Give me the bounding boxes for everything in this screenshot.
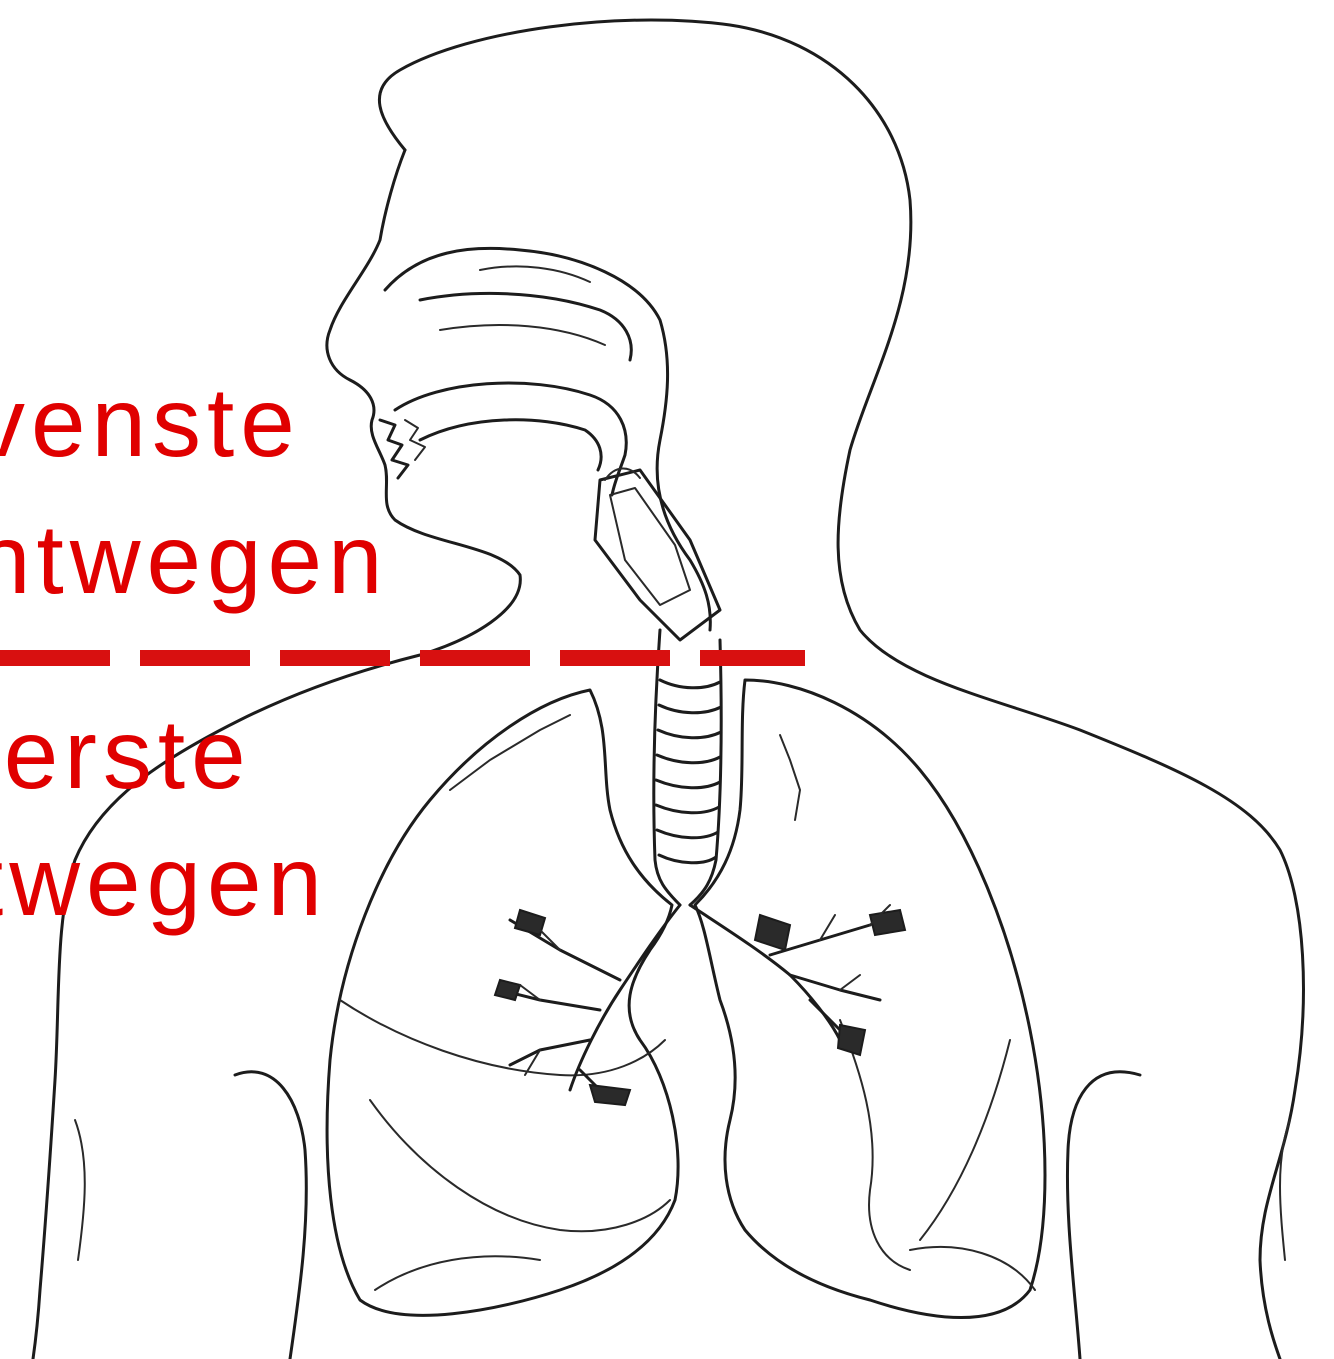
upper-airways-label-line-1: venste: [0, 373, 301, 471]
larynx-inner: [610, 488, 690, 605]
nasal-cavity-outline: [385, 248, 710, 630]
right-arm-crease: [1280, 1120, 1290, 1260]
left-lung-base: [375, 1256, 540, 1290]
palate-and-tongue: [395, 383, 626, 495]
trachea: [654, 630, 721, 905]
left-main-bronchus: [570, 905, 680, 1090]
right-lung-fissure: [840, 1020, 910, 1270]
trachea-rings: [656, 680, 721, 863]
lower-airways-label-line-2: twegen: [0, 832, 328, 930]
right-bronchial-tree: [755, 905, 905, 1055]
lower-airways-label-line-1: lerste: [0, 705, 252, 803]
trachea-left-wall: [654, 630, 680, 905]
teeth: [380, 420, 408, 478]
larynx-outline: [595, 470, 720, 640]
left-arm-inner-line: [235, 1072, 306, 1359]
nasal-cavity: [380, 248, 710, 630]
trachea-right-wall: [690, 640, 721, 905]
right-lung-lower-fissure: [920, 1040, 1010, 1240]
left-lung-fissure: [340, 1000, 665, 1075]
tongue-lower: [420, 420, 601, 470]
right-arm-inner-line: [1067, 1072, 1140, 1359]
left-lung-lower-fissure: [370, 1100, 670, 1231]
nasal-turbinate-middle: [440, 325, 605, 345]
right-lung-texture: [780, 735, 800, 820]
larynx: [595, 468, 720, 640]
left-lung: [327, 690, 678, 1315]
left-lung-outline: [327, 690, 678, 1315]
left-arm-crease: [75, 1120, 85, 1260]
body-outline: [33, 20, 1303, 1359]
head-and-face-outline: [379, 20, 1303, 1359]
nasal-turbinate-lower: [480, 266, 590, 282]
upper-airways-label-line-2: ntwegen: [0, 510, 389, 608]
right-lung-base: [910, 1247, 1035, 1290]
